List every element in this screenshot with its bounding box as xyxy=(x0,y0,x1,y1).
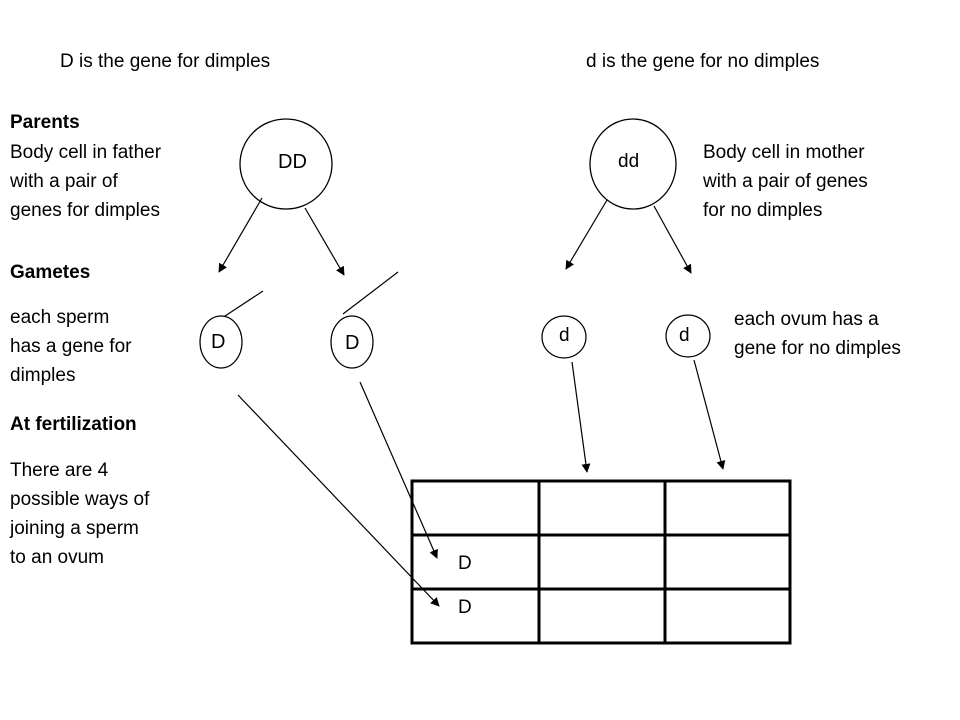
sperm-tail-right xyxy=(342,271,399,315)
father-description: Body cell in father with a pair of genes… xyxy=(10,142,162,221)
sperm-tail-left xyxy=(221,290,264,319)
ovum-description: each ovum has a gene for no dimples xyxy=(734,309,901,359)
mother-cell xyxy=(589,118,677,210)
gametes-heading: Gametes xyxy=(10,262,91,283)
mother-arrow-left xyxy=(565,199,608,270)
father-arrow-left xyxy=(218,197,263,273)
parents-heading: Parents xyxy=(10,112,80,133)
sperm-arrow-2 xyxy=(359,381,438,559)
sperm-cell-2 xyxy=(330,315,374,369)
ovum-arrow-2 xyxy=(693,359,726,470)
punnett-square xyxy=(410,479,792,645)
ovum-allele-1: d xyxy=(559,325,570,346)
ovum-cell-2 xyxy=(665,314,711,358)
father-arrow-right xyxy=(304,207,345,276)
father-cell xyxy=(239,118,333,210)
father-genotype: DD xyxy=(278,151,307,173)
ovum-arrow-1 xyxy=(571,361,591,473)
mother-description: Body cell in mother with a pair of genes… xyxy=(703,142,868,221)
ovum-allele-2: d xyxy=(679,325,690,346)
sperm-cell-1 xyxy=(199,315,243,369)
sperm-arrow-1 xyxy=(237,394,440,607)
ovum-cell-1 xyxy=(541,315,587,359)
punnett-row-header-1: D xyxy=(458,553,472,574)
fertilization-heading: At fertilization xyxy=(10,414,137,435)
punnett-row-header-2: D xyxy=(458,597,472,618)
sperm-allele-1: D xyxy=(211,331,226,353)
mother-arrow-right xyxy=(653,205,692,274)
dominant-gene-statement: D is the gene for dimples xyxy=(60,51,271,72)
mother-genotype: dd xyxy=(618,151,640,172)
sperm-description: each sperm has a gene for dimples xyxy=(10,307,132,386)
recessive-gene-statement: d is the gene for no dimples xyxy=(586,51,820,72)
sperm-allele-2: D xyxy=(345,332,360,354)
fertilization-description: There are 4 possible ways of joining a s… xyxy=(10,460,150,568)
